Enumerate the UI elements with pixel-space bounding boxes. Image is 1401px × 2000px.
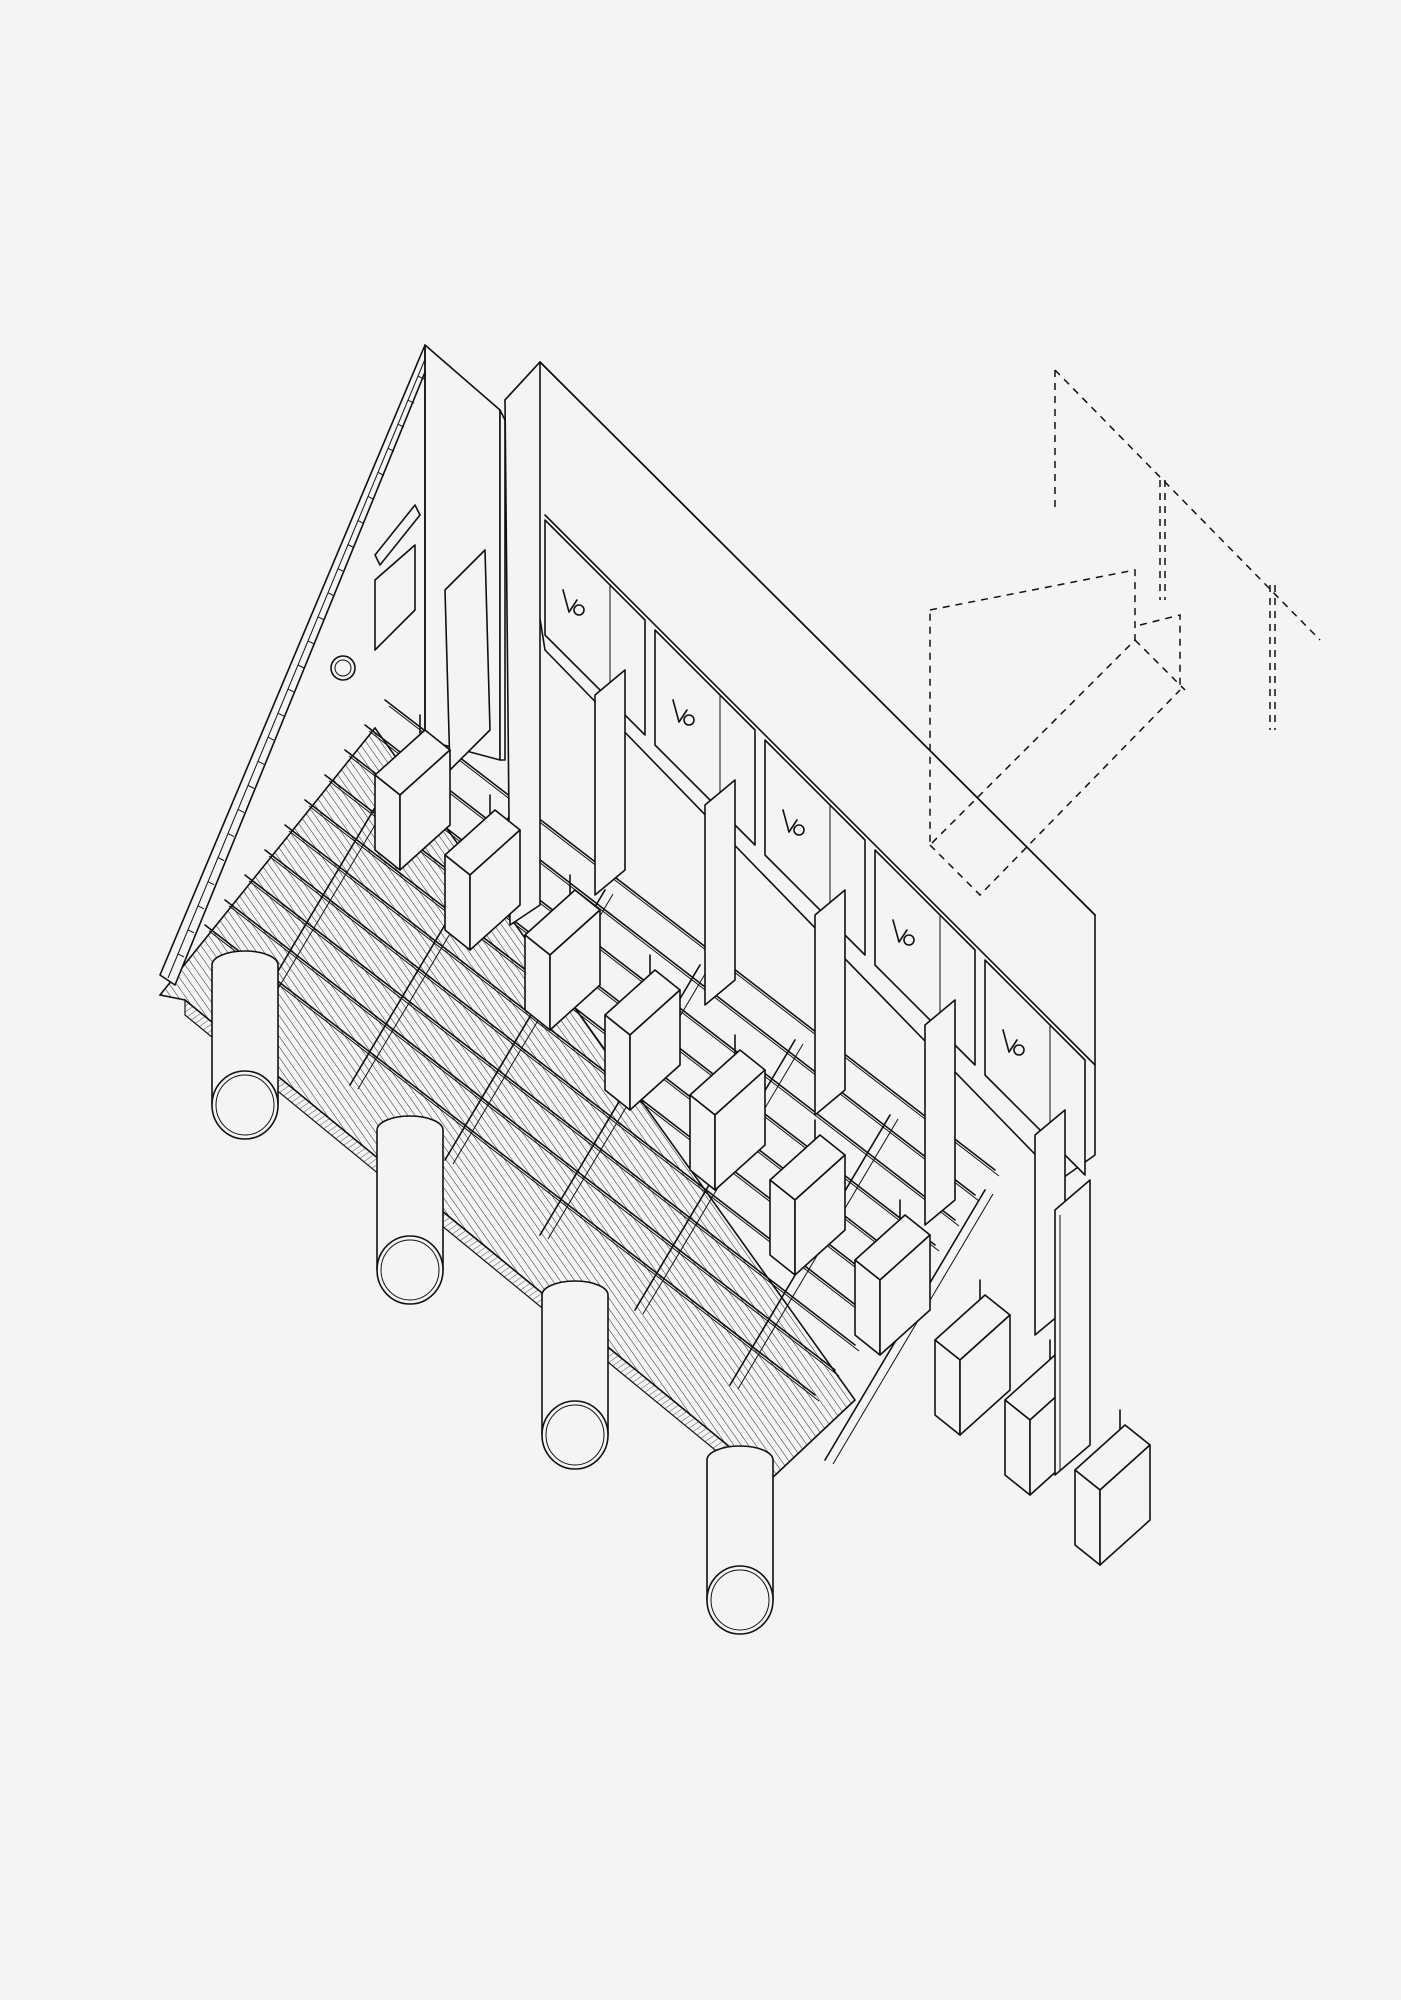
pendant-box <box>374 714 451 871</box>
column-base <box>211 1070 279 1140</box>
pendant-box <box>524 874 601 1031</box>
back-tall-panel <box>330 344 506 771</box>
roof-tick <box>217 857 225 862</box>
column-shaft <box>211 950 279 1105</box>
floor-beam-edge <box>388 705 1000 1177</box>
cylindrical-columns <box>211 950 774 1635</box>
pendant-front <box>959 1314 1011 1436</box>
pendant-front <box>469 829 521 951</box>
niche-light <box>573 604 585 616</box>
column-base <box>376 1235 444 1305</box>
pendant-box <box>444 794 521 951</box>
column-base-inner <box>380 1239 440 1301</box>
floor-beam <box>204 924 816 1396</box>
roof-tick <box>277 712 285 717</box>
column-shaft <box>706 1445 774 1600</box>
roof-tick <box>197 905 205 910</box>
floor-beam <box>224 899 836 1371</box>
roof-tick <box>307 640 315 645</box>
floor-beam-edge <box>368 730 980 1202</box>
vertical-fin <box>704 779 736 1006</box>
pendant-front <box>879 1234 931 1356</box>
column-base <box>706 1565 774 1635</box>
column-base <box>541 1400 609 1470</box>
pendant-front <box>714 1069 766 1191</box>
pendant-front <box>549 909 601 1031</box>
column-base-inner <box>710 1569 770 1631</box>
hanging-pendant-boxes <box>374 714 1151 1566</box>
floor-beam-edge <box>228 905 840 1377</box>
roof-tick <box>187 929 195 934</box>
floor-beam-edge <box>248 880 860 1352</box>
vertical-fin <box>594 669 626 896</box>
roof-tick <box>337 568 345 573</box>
pendant-box <box>1074 1409 1151 1566</box>
roof-tick <box>297 664 305 669</box>
pendant-front <box>399 749 451 871</box>
column-shaft <box>541 1280 609 1435</box>
floor-beam <box>244 874 856 1346</box>
floor-beam-edge <box>208 930 820 1402</box>
roof-tick <box>237 809 245 813</box>
column-base-inner <box>215 1074 275 1136</box>
niche-marker <box>782 809 798 833</box>
vertical-fin <box>814 889 846 1116</box>
floor-joist-edge <box>832 1193 994 1465</box>
pendant-box <box>934 1279 1011 1436</box>
column <box>541 1280 609 1470</box>
floor-beam <box>384 699 996 1171</box>
niche-marker <box>672 699 688 723</box>
niche-light <box>903 934 915 946</box>
pendant-front <box>629 989 681 1111</box>
column <box>376 1115 444 1305</box>
roof-tick <box>387 447 395 452</box>
roof-tick <box>397 423 405 428</box>
niche-marker <box>892 919 908 943</box>
floor-beam <box>364 724 976 1196</box>
pendant-box <box>604 954 681 1111</box>
pendant-front <box>794 1154 846 1276</box>
upper-wall-panels <box>544 519 1086 1336</box>
roof-tick <box>287 688 295 693</box>
pendant-front <box>1099 1444 1151 1566</box>
roof-tick <box>327 592 335 597</box>
niche-light <box>793 824 805 836</box>
niche-light <box>1013 1044 1025 1056</box>
roof-tick <box>417 375 425 380</box>
roof-tick <box>377 471 385 476</box>
roof-tick <box>347 544 355 549</box>
dashed-ghost-outline <box>929 369 1321 897</box>
niche-light <box>683 714 695 726</box>
pendant-box <box>689 1034 766 1191</box>
niche-marker <box>562 589 578 613</box>
right-edge-wall <box>1054 1179 1091 1476</box>
vertical-fin <box>924 999 956 1226</box>
column <box>706 1445 774 1635</box>
roof-tick <box>207 881 215 886</box>
roof-tick <box>247 784 255 789</box>
pendant-box <box>769 1119 846 1276</box>
roof-tick <box>357 520 365 524</box>
roof-tick <box>267 736 275 741</box>
column-base-inner <box>545 1404 605 1466</box>
pendant-box <box>854 1199 931 1356</box>
roof-tick <box>317 616 325 621</box>
niche-marker <box>1002 1029 1018 1053</box>
roof-tick <box>367 496 375 500</box>
roof-tick <box>177 953 185 958</box>
roof-tick <box>257 760 265 765</box>
column <box>211 950 279 1140</box>
roof-tick <box>227 833 235 837</box>
column-shaft <box>376 1115 444 1270</box>
roof-tick <box>407 399 415 404</box>
